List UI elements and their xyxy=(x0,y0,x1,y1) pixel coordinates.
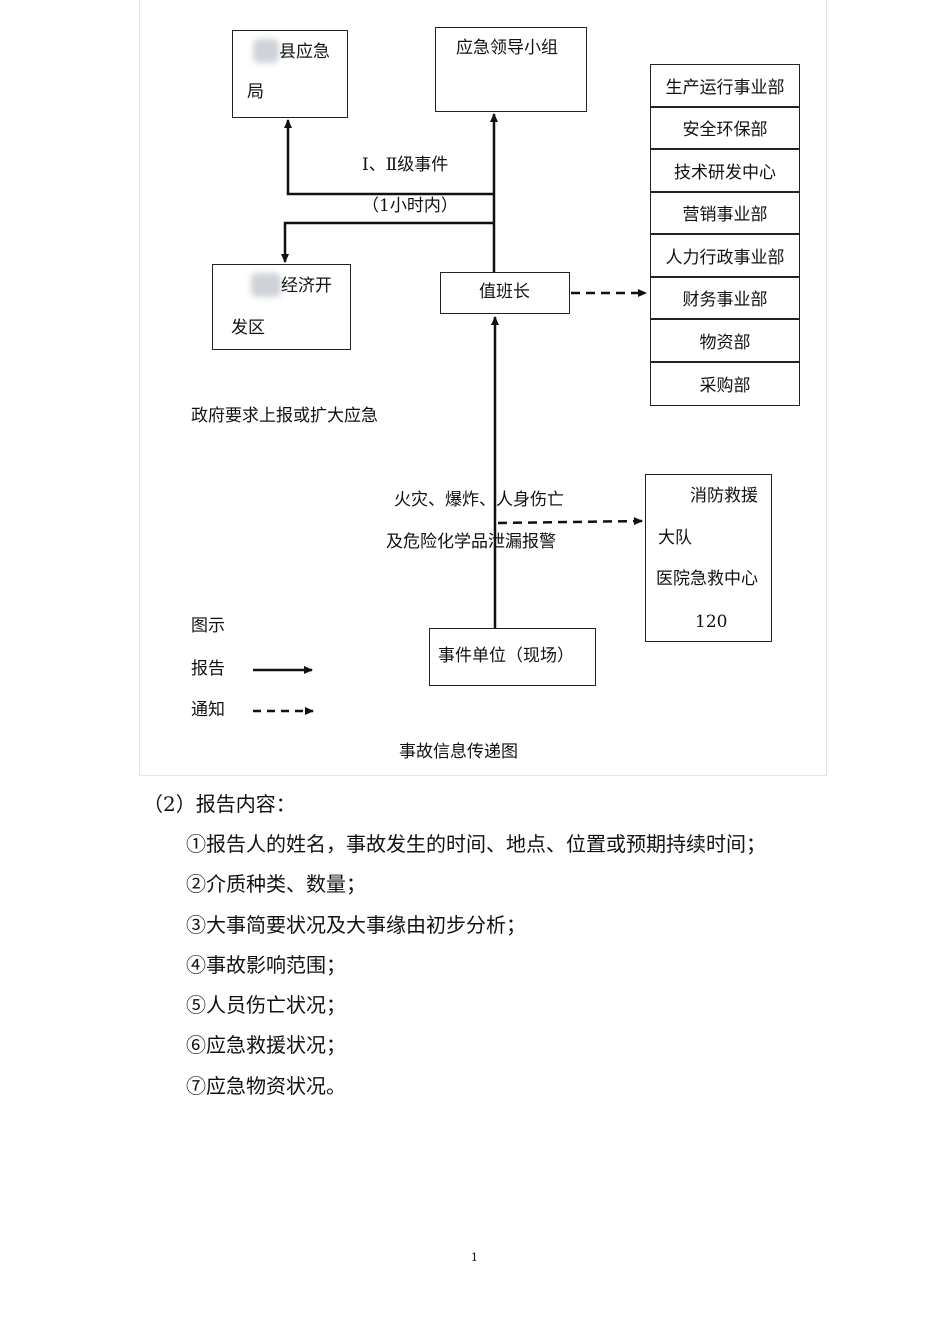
county-bureau-box: 县应急 局 xyxy=(232,30,348,118)
incident-label-line2: 及危险化学品泄漏报警 xyxy=(386,532,556,552)
legend-title: 图示 xyxy=(191,616,225,636)
shift-leader-box: 值班长 xyxy=(440,272,570,314)
rescue-line1: 消防救援 xyxy=(690,486,758,506)
scene-unit-box: 事件单位（现场） xyxy=(429,628,596,686)
scene-unit-label: 事件单位（现场） xyxy=(438,646,574,666)
dept-item: 营销事业部 xyxy=(650,191,800,234)
dept-item: 采购部 xyxy=(650,361,800,406)
page-number: 1 xyxy=(471,1251,478,1264)
rescue-line3: 医院急救中心 xyxy=(656,569,758,589)
list-item: ①报告人的姓名，事故发生的时间、地点、位置或预期持续时间； xyxy=(186,832,766,856)
dept-item: 财务事业部 xyxy=(650,276,800,319)
list-item: ④事故影响范围； xyxy=(186,953,346,977)
redacted-mark xyxy=(251,273,281,297)
leadership-group-box: 应急领导小组 xyxy=(435,27,587,112)
rescue-line4: 120 xyxy=(695,612,728,632)
leadership-group-label: 应急领导小组 xyxy=(456,38,558,58)
econ-zone-box: 经济开 发区 xyxy=(212,264,351,350)
legend-report-label: 报告 xyxy=(191,659,225,679)
incident-label-line1: 火灾、爆炸、人身伤亡 xyxy=(394,490,564,510)
list-item: ③大事简要状况及大事缘由初步分析； xyxy=(186,913,526,937)
diagram-frame xyxy=(139,0,827,776)
arrow-to-econ-zone xyxy=(281,221,494,263)
dept-item: 物资部 xyxy=(650,319,800,362)
notify-to-rescue xyxy=(497,517,643,526)
redacted-mark xyxy=(253,39,279,63)
dept-item: 生产运行事业部 xyxy=(650,64,800,107)
list-item: ⑥应急救援状况； xyxy=(186,1033,346,1057)
section-heading: （2）报告内容： xyxy=(143,792,296,816)
rescue-box: 消防救援 大队 医院急救中心 120 xyxy=(645,474,772,642)
time-label: （1小时内） xyxy=(362,196,458,216)
dept-item: 人力行政事业部 xyxy=(650,234,800,277)
list-item: ②介质种类、数量； xyxy=(186,872,366,896)
dept-item: 安全环保部 xyxy=(650,106,800,149)
shift-leader-label: 值班长 xyxy=(479,282,530,302)
gov-request-label: 政府要求上报或扩大应急 xyxy=(191,406,378,426)
rescue-line2: 大队 xyxy=(658,528,692,548)
list-item: ⑦应急物资状况。 xyxy=(186,1074,346,1098)
econ-zone-line1: 经济开 xyxy=(281,276,332,296)
flow-arrows xyxy=(253,113,647,715)
level-event-label: Ⅰ、Ⅱ级事件 xyxy=(362,155,449,175)
diagram-caption: 事故信息传递图 xyxy=(399,742,518,762)
county-bureau-line1: 县应急 xyxy=(279,42,330,62)
county-bureau-line2: 局 xyxy=(247,82,264,102)
dept-item: 技术研发中心 xyxy=(650,149,800,192)
econ-zone-line2: 发区 xyxy=(231,318,265,338)
arrow-to-county xyxy=(284,119,494,196)
legend-notify-label: 通知 xyxy=(191,700,225,720)
list-item: ⑤人员伤亡状况； xyxy=(186,993,346,1017)
